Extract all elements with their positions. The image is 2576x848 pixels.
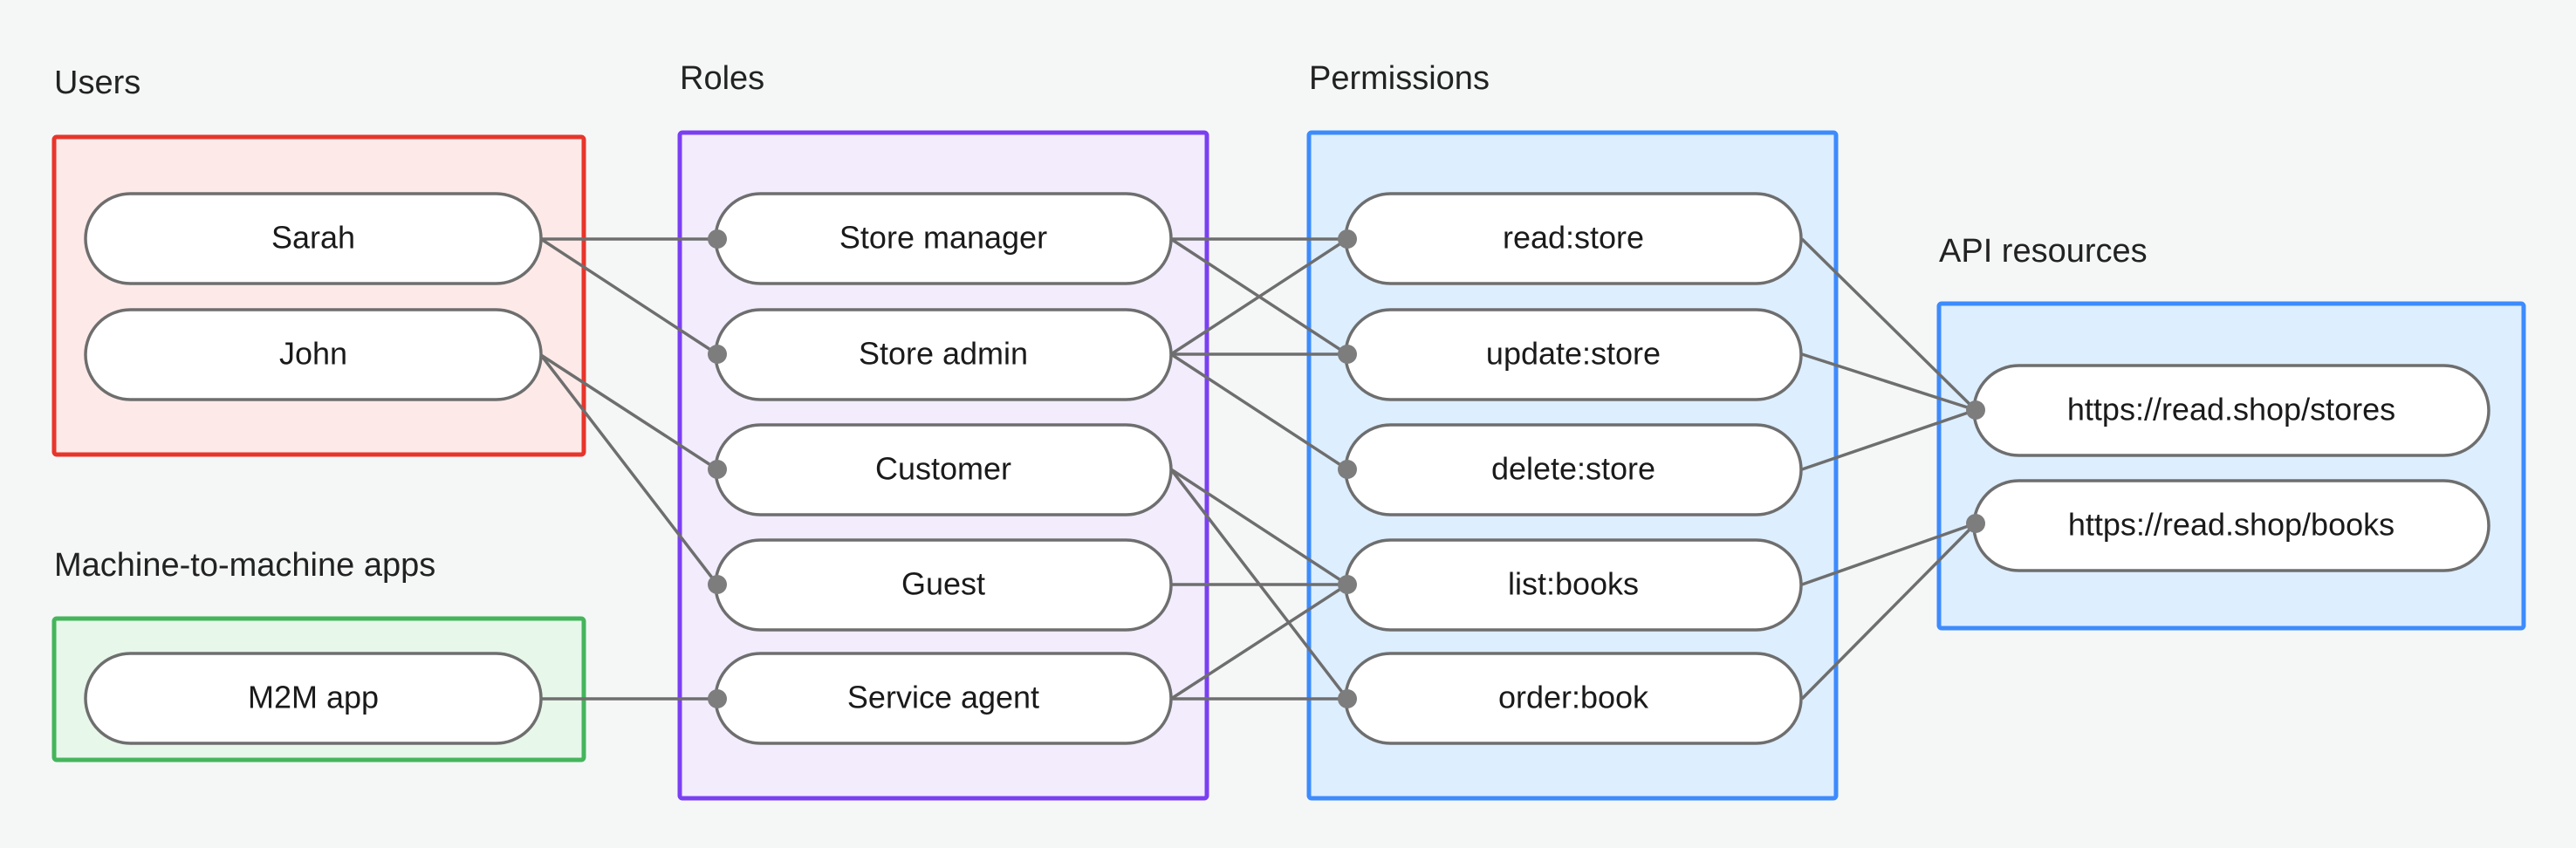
edge-layer xyxy=(539,237,1977,701)
group-title-m2m: Machine-to-machine apps xyxy=(54,547,435,584)
node-store-manager[interactable]: Store manager xyxy=(714,192,1173,285)
node-read-store[interactable]: read:store xyxy=(1344,192,1803,285)
node-john[interactable]: John xyxy=(84,308,543,401)
edge-john-guest xyxy=(539,353,719,586)
group-box-api-resources xyxy=(1936,301,2526,631)
group-title-users: Users xyxy=(54,65,140,101)
node-customer[interactable]: Customer xyxy=(714,423,1173,516)
group-title-api-resources: API resources xyxy=(1939,233,2148,270)
node-label-update-store: update:store xyxy=(1486,336,1661,372)
node-service-agent[interactable]: Service agent xyxy=(714,652,1173,745)
endpoint-dot-books-url xyxy=(1966,514,1985,533)
node-store-admin[interactable]: Store admin xyxy=(714,308,1173,401)
node-label-store-admin: Store admin xyxy=(859,336,1028,372)
node-label-customer: Customer xyxy=(875,451,1011,487)
node-stores-url[interactable]: https://read.shop/stores xyxy=(1972,364,2490,457)
endpoint-dot-guest xyxy=(708,575,727,594)
endpoint-dot-delete-store xyxy=(1338,460,1357,479)
node-label-books-url: https://read.shop/books xyxy=(2068,507,2394,543)
edge-order-book-books-url xyxy=(1800,522,1977,701)
edge-sarah-store-admin xyxy=(540,237,718,356)
node-label-delete-store: delete:store xyxy=(1491,451,1655,487)
edge-john-customer xyxy=(540,353,718,471)
endpoint-dot-read-store xyxy=(1338,229,1357,249)
endpoint-dot-list-books xyxy=(1338,575,1357,594)
edge-update-store-stores-url xyxy=(1801,352,1977,412)
group-box-users xyxy=(51,134,586,457)
node-books-url[interactable]: https://read.shop/books xyxy=(1972,479,2490,572)
node-label-order-book: order:book xyxy=(1498,680,1649,715)
node-sarah[interactable]: Sarah xyxy=(84,192,543,285)
edge-delete-store-stores-url xyxy=(1801,408,1977,471)
group-title-permissions: Permissions xyxy=(1309,60,1490,97)
endpoint-dot-service-agent xyxy=(708,689,727,708)
node-guest[interactable]: Guest xyxy=(714,538,1173,632)
node-label-stores-url: https://read.shop/stores xyxy=(2067,392,2395,427)
edge-list-books-books-url xyxy=(1801,522,1977,586)
endpoint-dot-order-book xyxy=(1338,689,1357,708)
edge-store-admin-read-store xyxy=(1170,237,1348,356)
endpoint-dot-stores-url xyxy=(1966,400,1985,420)
node-label-list-books: list:books xyxy=(1508,566,1639,602)
node-list-books[interactable]: list:books xyxy=(1344,538,1803,632)
edge-store-admin-delete-store xyxy=(1170,352,1348,471)
endpoint-dot-update-store xyxy=(1338,345,1357,364)
node-label-service-agent: Service agent xyxy=(847,680,1039,715)
node-delete-store[interactable]: delete:store xyxy=(1344,423,1803,516)
node-label-read-store: read:store xyxy=(1503,220,1644,256)
endpoint-dot-customer xyxy=(708,460,727,479)
node-label-store-manager: Store manager xyxy=(839,220,1047,256)
node-update-store[interactable]: update:store xyxy=(1344,308,1803,401)
node-label-john: John xyxy=(279,336,347,372)
group-title-roles: Roles xyxy=(680,60,764,97)
endpoint-layer xyxy=(708,229,1985,708)
node-m2m-app[interactable]: M2M app xyxy=(84,652,543,745)
edge-read-store-stores-url xyxy=(1800,237,1977,412)
node-order-book[interactable]: order:book xyxy=(1344,652,1803,745)
edge-customer-list-books xyxy=(1170,468,1348,586)
node-label-guest: Guest xyxy=(901,566,985,602)
node-label-m2m-app: M2M app xyxy=(248,680,379,715)
endpoint-dot-store-manager xyxy=(708,229,727,249)
endpoint-dot-store-admin xyxy=(708,345,727,364)
node-label-sarah: Sarah xyxy=(271,220,355,256)
edge-service-agent-list-books xyxy=(1170,583,1348,701)
